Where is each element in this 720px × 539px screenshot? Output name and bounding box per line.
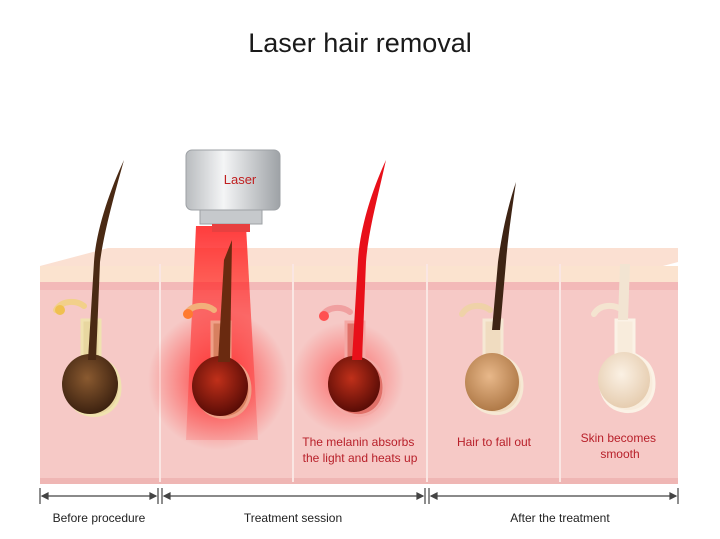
caption-hair-fall: Hair to fall out [457, 435, 532, 449]
caption-melanin-line-2: the light and heats up [303, 451, 418, 465]
hair-follicle-treatment [183, 240, 252, 420]
laser-label: Laser [224, 172, 257, 187]
timeline-after: After the treatment [510, 511, 610, 525]
caption-smooth: Skin becomes smooth [581, 431, 660, 461]
hair-follicle-smooth [591, 264, 656, 414]
segment-dividers [159, 264, 561, 482]
timeline-before: Before procedure [53, 511, 146, 525]
hair-follicle-heating [292, 160, 404, 434]
hair-follicle-falling [459, 182, 524, 416]
laser-device: Laser [185, 149, 281, 232]
caption-melanin-line-1: The melanin absorbs [302, 435, 414, 449]
hair-follicle-before [53, 160, 124, 418]
caption-melanin: The melanin absorbs the light and heats … [302, 435, 417, 465]
caption-hair-fall-line-1: Hair to fall out [457, 435, 532, 449]
timeline-treatment: Treatment session [244, 511, 342, 525]
diagram-title: Laser hair removal [248, 28, 472, 58]
caption-smooth-line-2: smooth [600, 447, 639, 461]
caption-smooth-line-1: Skin becomes [581, 431, 656, 445]
timeline [39, 488, 679, 504]
